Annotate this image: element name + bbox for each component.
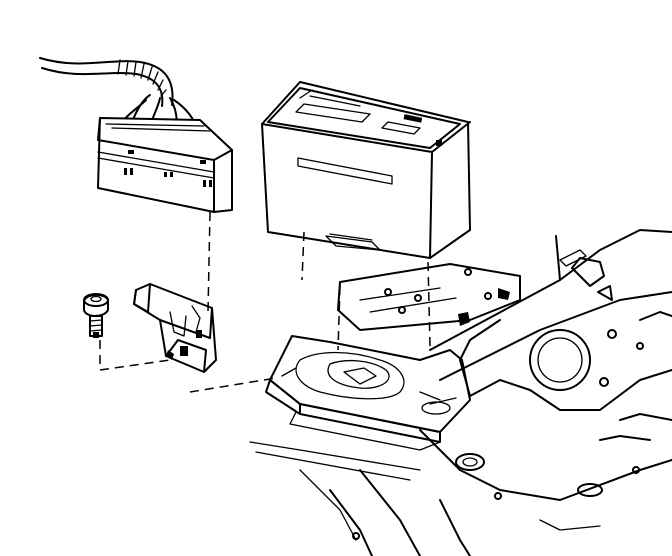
bolt	[83, 293, 109, 338]
assembly-guide-lines	[99, 211, 431, 393]
battery-tray	[249, 263, 521, 481]
mounting-bracket	[133, 283, 217, 373]
body-frame-rail	[299, 229, 672, 556]
battery	[261, 81, 471, 259]
fuse-relay-block	[97, 117, 233, 213]
